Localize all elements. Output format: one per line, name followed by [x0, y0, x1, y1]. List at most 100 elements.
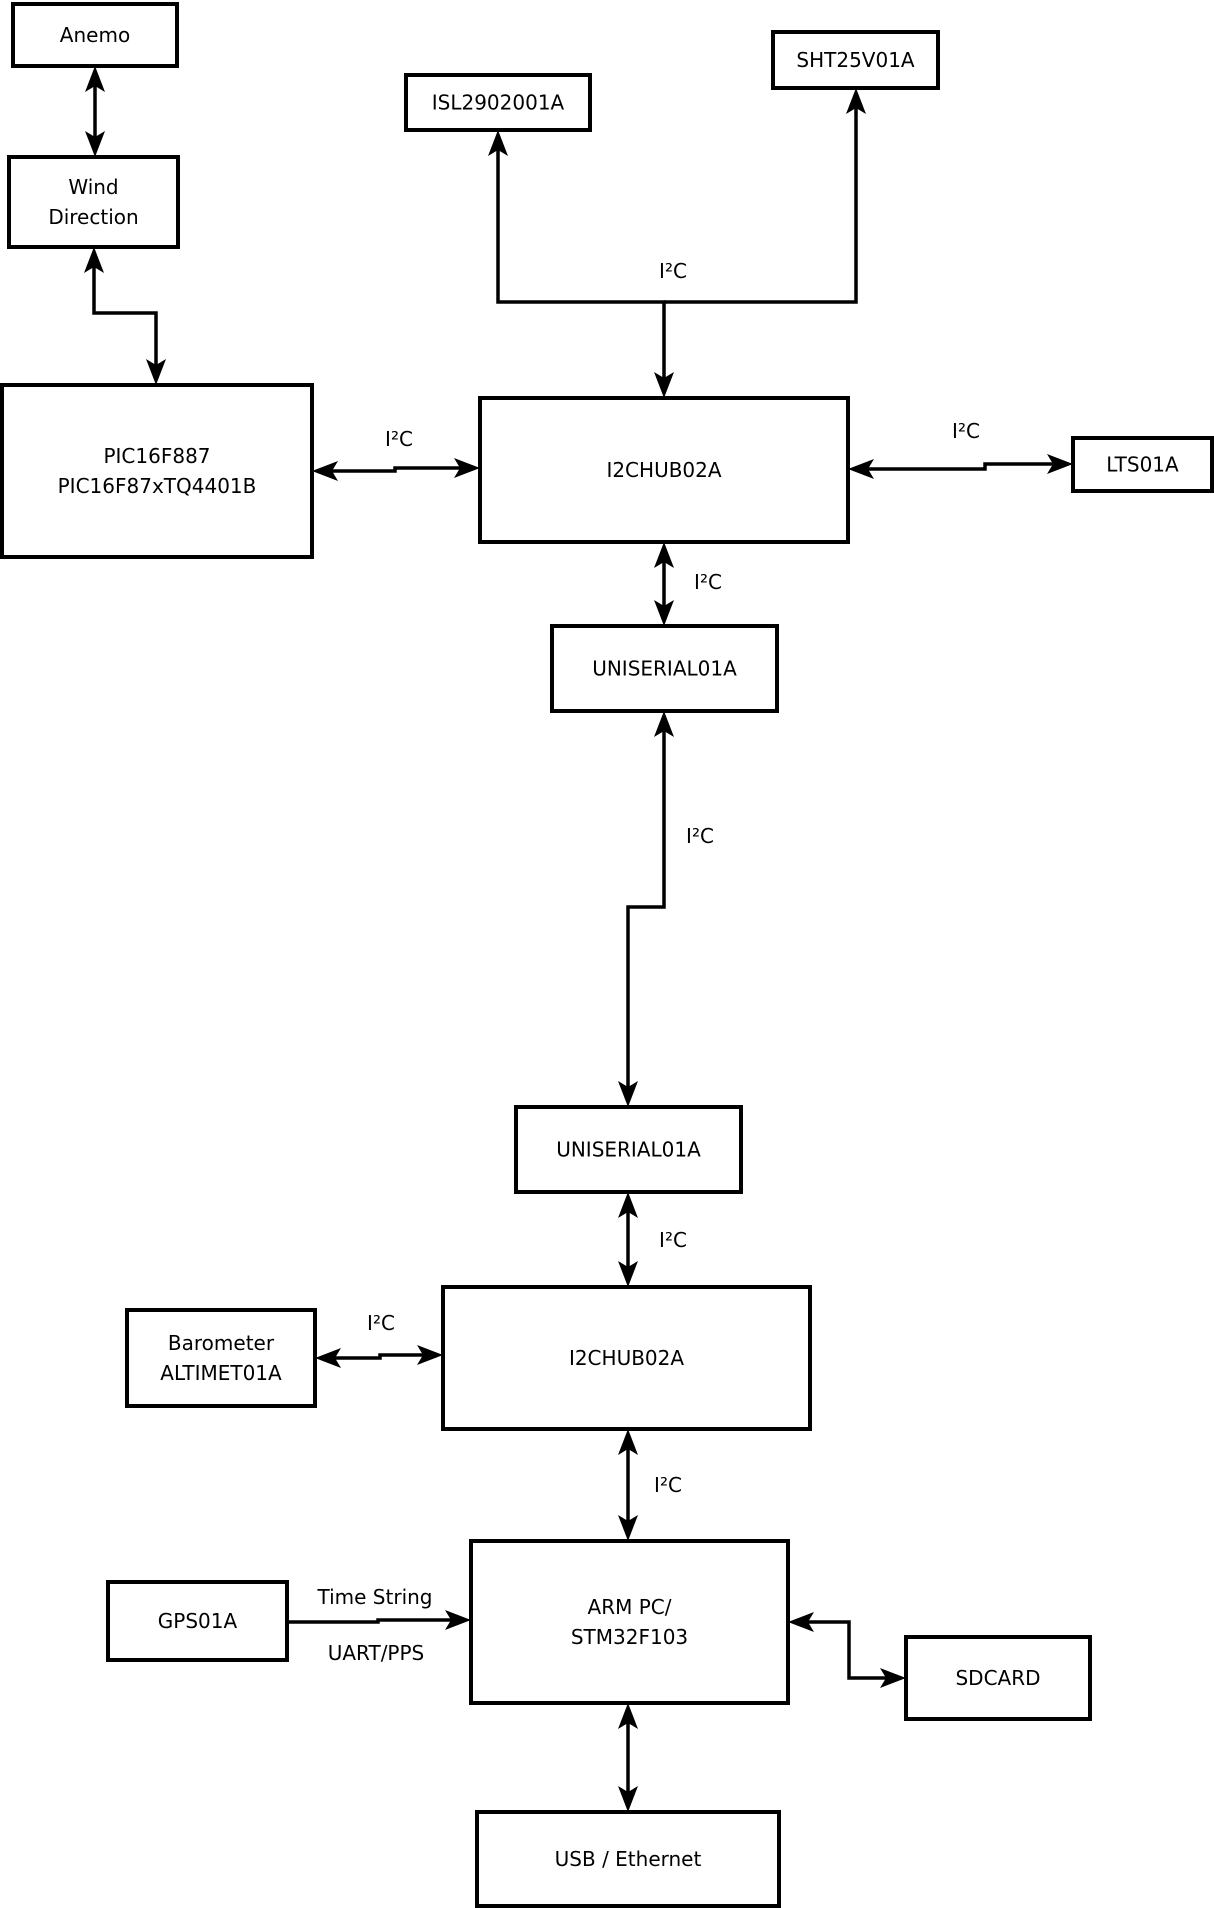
node-sdcard: SDCARD — [904, 1635, 1092, 1721]
node-anemo: Anemo — [11, 2, 179, 68]
arm-pc-stm32f103-box — [469, 1539, 790, 1705]
edge-i2chub02a-1--isl2902001a — [488, 130, 674, 398]
node-isl2902001a: ISL2902001A — [404, 73, 592, 132]
node-uniserial01a-2: UNISERIAL01A — [514, 1105, 743, 1194]
edge-i2c-junction--sht25v01a — [664, 88, 866, 304]
arrowhead-icon — [846, 88, 866, 114]
edge-line — [335, 1353, 423, 1360]
edge-label-i2c-hub1-top: I²C — [659, 259, 687, 283]
lts01a-label: LTS01A — [1106, 453, 1179, 477]
arrowhead-icon — [654, 372, 674, 398]
edge-line — [332, 466, 460, 473]
node-gps01a: GPS01A — [106, 1580, 289, 1662]
arm-pc-stm32f103-label: ARM PC/ — [588, 1595, 672, 1619]
gps01a-label: GPS01A — [158, 1609, 238, 1633]
sdcard-box — [904, 1635, 1092, 1721]
edge-label-i2c-hub1-lts: I²C — [952, 419, 980, 443]
arrowhead-icon — [618, 1703, 638, 1729]
edge-barometer--i2chub02a-2 — [315, 1345, 443, 1368]
pic16f887-label: PIC16F87xTQ4401B — [58, 474, 257, 498]
arrowhead-icon — [618, 1429, 638, 1455]
arrowhead-icon — [315, 1348, 341, 1368]
arrowhead-icon — [488, 130, 508, 156]
isl2902001a-label: ISL2902001A — [432, 91, 565, 115]
gps01a-box — [106, 1580, 289, 1662]
arrowhead-icon — [618, 1192, 638, 1218]
i2chub02a-2-label: I2CHUB02A — [569, 1346, 684, 1370]
node-usb-ethernet: USB / Ethernet — [475, 1810, 781, 1908]
sht25v01a-box — [771, 30, 940, 90]
arrowhead-icon — [654, 711, 674, 737]
wind-direction-box — [7, 155, 180, 249]
usb-ethernet-box — [475, 1810, 781, 1908]
sht25v01a-label: SHT25V01A — [796, 48, 915, 72]
edge-i2chub02a-1--lts01a — [848, 454, 1073, 479]
node-arm-pc-stm32f103: ARM PC/STM32F103 — [469, 1539, 790, 1705]
edge-uniserial01a-2--i2chub02a-2 — [618, 1192, 638, 1287]
edge-line — [664, 108, 858, 304]
arrowhead-icon — [848, 459, 874, 479]
lts01a-box — [1071, 436, 1214, 493]
edge-line — [92, 267, 158, 365]
barometer-altimet01a-label: ALTIMET01A — [160, 1361, 282, 1385]
wind-direction-label: Wind — [68, 175, 118, 199]
arrowhead-icon — [618, 1261, 638, 1287]
edge-line — [287, 1618, 451, 1624]
isl2902001a-box — [404, 73, 592, 132]
i2chub02a-1-box — [478, 396, 850, 544]
edge-anemo--wind-direction — [85, 66, 105, 157]
barometer-altimet01a-label: Barometer — [168, 1331, 275, 1355]
edge-label-i2c-uni2-hub2: I²C — [659, 1228, 687, 1252]
node-i2chub02a-1: I2CHUB02A — [478, 396, 850, 544]
arrowhead-icon — [417, 1345, 443, 1365]
node-sht25v01a: SHT25V01A — [771, 30, 940, 90]
anemo-box — [11, 2, 179, 68]
arrowhead-icon — [618, 1081, 638, 1107]
edge-line — [496, 150, 666, 378]
uniserial01a-2-box — [514, 1105, 743, 1194]
arrowhead-icon — [618, 1515, 638, 1541]
i2chub02a-1-label: I2CHUB02A — [606, 458, 721, 482]
edge-label-i2c-pic-hub1: I²C — [385, 427, 413, 451]
pic16f887-box — [0, 383, 314, 559]
edge-label-time-string: Time String — [317, 1585, 433, 1609]
arrowhead-icon — [880, 1668, 906, 1688]
arm-pc-stm32f103-label: STM32F103 — [571, 1625, 688, 1649]
arrowhead-icon — [618, 1786, 638, 1812]
sdcard-label: SDCARD — [955, 1666, 1040, 1690]
arrowhead-icon — [85, 131, 105, 157]
usb-ethernet-label: USB / Ethernet — [555, 1847, 702, 1871]
edge-gps01a--arm-pc — [287, 1610, 471, 1630]
arrowhead-icon — [85, 66, 105, 92]
edge-arm-pc--sdcard — [788, 1612, 906, 1688]
arrowhead-icon — [654, 542, 674, 568]
arrowhead-icon — [84, 247, 104, 273]
edge-line — [626, 731, 666, 1087]
wind-direction-label: Direction — [48, 205, 138, 229]
edge-line — [868, 462, 1053, 471]
edge-line — [808, 1620, 886, 1680]
arrowhead-icon — [788, 1612, 814, 1632]
edge-arm-pc--usb-ethernet — [618, 1703, 638, 1812]
edge-label-i2c-uni1-uni2: I²C — [686, 824, 714, 848]
arrowhead-icon — [312, 461, 338, 481]
anemo-label: Anemo — [60, 23, 130, 47]
pic16f887-label: PIC16F887 — [103, 444, 210, 468]
edge-label-i2c-hub1-uni1: I²C — [694, 570, 722, 594]
arrowhead-icon — [454, 458, 480, 478]
edge-i2chub02a-1--uniserial01a-1 — [654, 542, 674, 626]
uniserial01a-1-box — [550, 624, 779, 713]
i2chub02a-2-box — [441, 1285, 812, 1431]
edge-label-i2c-hub2-arm: I²C — [654, 1473, 682, 1497]
arrowhead-icon — [1047, 454, 1073, 474]
edge-uniserial01a-1--uniserial01a-2 — [618, 711, 674, 1107]
node-i2chub02a-2: I2CHUB02A — [441, 1285, 812, 1431]
edge-pic16f887--i2chub02a-1 — [312, 458, 480, 481]
barometer-altimet01a-box — [125, 1308, 317, 1408]
arrowhead-icon — [445, 1610, 471, 1630]
arrowhead-icon — [146, 359, 166, 385]
